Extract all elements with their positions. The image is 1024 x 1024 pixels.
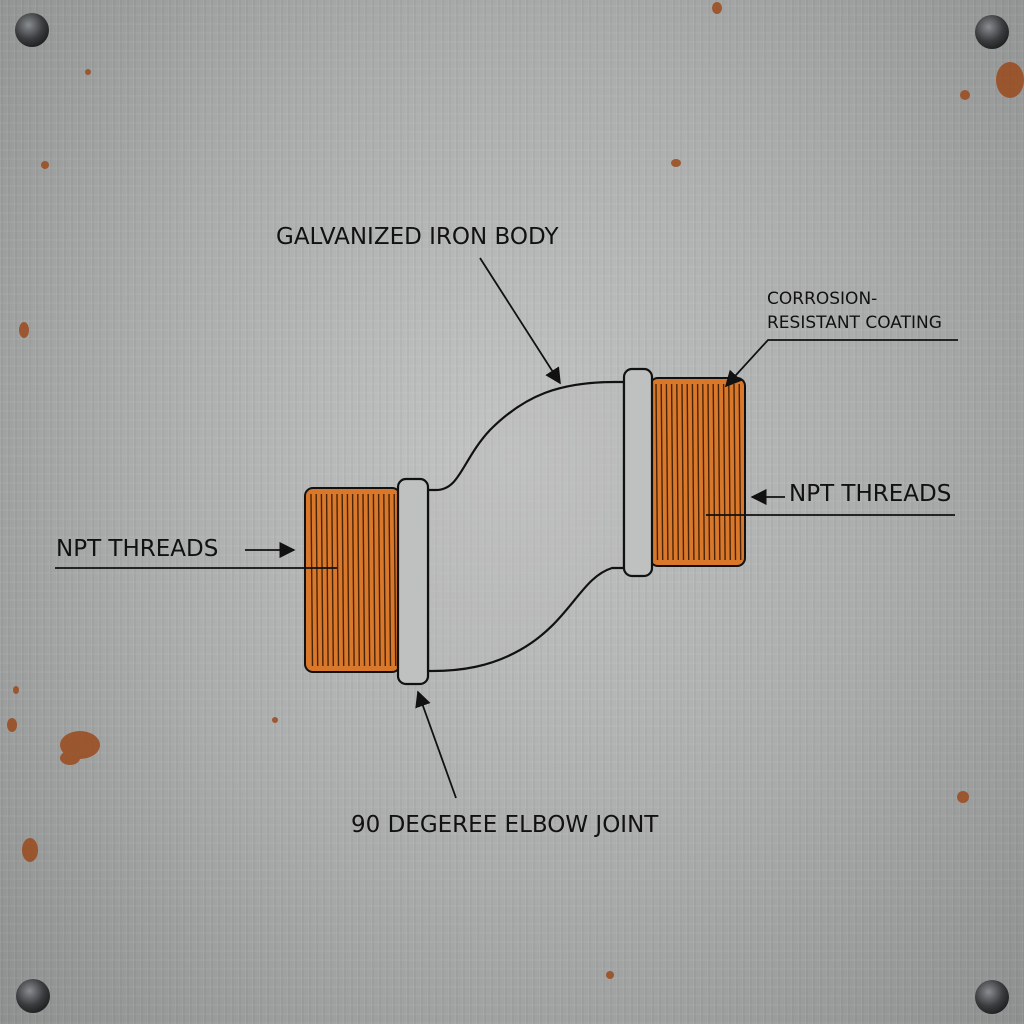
thread-groove xyxy=(315,493,319,667)
thread-groove xyxy=(676,383,679,561)
thread-groove xyxy=(665,383,669,561)
leader-body xyxy=(479,257,561,385)
thread-groove xyxy=(702,383,705,561)
galvanized-elbow-body xyxy=(426,380,626,673)
thread-groove xyxy=(320,493,324,667)
thread-groove xyxy=(660,383,664,561)
corrosion-coating-label-line2: RESISTANT COATING xyxy=(767,313,942,333)
galvanized-iron-body-label: GALVANIZED IRON BODY xyxy=(276,224,559,250)
left-thread-section xyxy=(304,487,401,673)
right-thread-section xyxy=(649,377,746,567)
thread-groove xyxy=(351,493,355,667)
thread-groove xyxy=(367,493,371,667)
thread-groove xyxy=(346,493,350,667)
npt-threads-left-label: NPT THREADS xyxy=(56,536,219,562)
rust-spots xyxy=(7,2,1024,979)
thread-groove xyxy=(357,493,360,667)
thread-groove xyxy=(393,493,397,667)
thread-groove xyxy=(696,383,700,561)
thread-groove xyxy=(310,493,314,667)
corrosion-coating-label: CORROSION- RESISTANT COATING xyxy=(767,287,942,335)
thread-groove xyxy=(728,383,731,561)
thread-groove xyxy=(691,383,695,561)
thread-groove xyxy=(733,383,737,561)
npt-threads-right-label: NPT THREADS xyxy=(789,481,952,507)
thread-groove xyxy=(707,383,711,561)
thread-groove xyxy=(712,383,716,561)
leader-coating xyxy=(724,339,958,388)
thread-groove xyxy=(325,493,329,667)
screw-head-icon xyxy=(15,13,1009,1014)
elbow-joint-label: 90 DEGEREE ELBOW JOINT xyxy=(351,812,659,838)
thread-groove xyxy=(717,383,721,561)
thread-groove xyxy=(738,383,742,561)
leader-elbow xyxy=(415,690,457,799)
thread-groove xyxy=(655,383,659,561)
thread-groove xyxy=(686,383,690,561)
thread-groove xyxy=(336,493,340,667)
thread-groove xyxy=(372,493,376,667)
thread-groove xyxy=(681,383,685,561)
thread-groove xyxy=(388,493,392,667)
thread-groove xyxy=(377,493,381,667)
thread-groove xyxy=(331,493,334,667)
thread-groove xyxy=(383,493,386,667)
thread-groove xyxy=(670,383,674,561)
left-collar xyxy=(396,477,430,686)
thread-groove xyxy=(341,493,345,667)
right-collar xyxy=(622,367,654,578)
corrosion-coating-label-line1: CORROSION- xyxy=(767,289,878,309)
thread-groove xyxy=(362,493,366,667)
thread-groove xyxy=(722,383,726,561)
